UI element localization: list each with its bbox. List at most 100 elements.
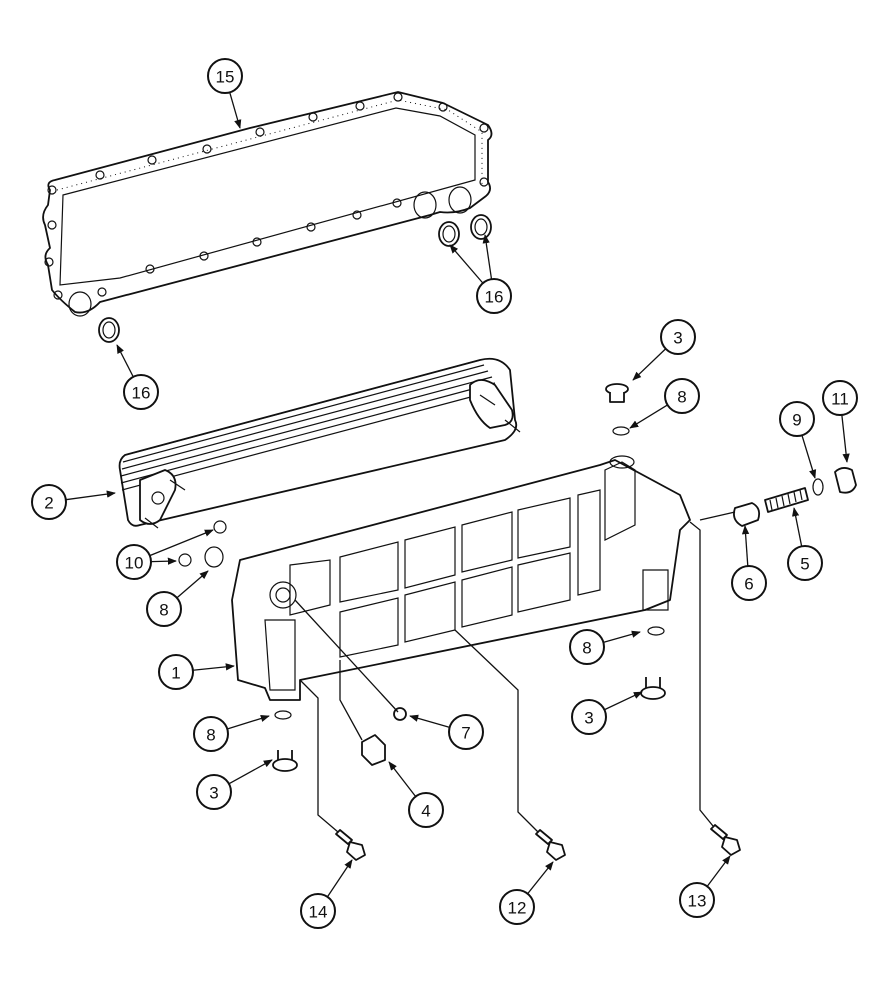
leader-arrow-icon bbox=[229, 92, 242, 129]
callout-circle bbox=[207, 58, 243, 94]
callout-number: 16 bbox=[485, 288, 504, 307]
leader-arrow-icon bbox=[192, 663, 235, 671]
callout-3: 3 bbox=[571, 691, 643, 735]
callout-number: 12 bbox=[508, 899, 527, 918]
callout-circle bbox=[448, 714, 484, 750]
callout-number: 13 bbox=[688, 892, 707, 911]
leader-arrow-icon bbox=[792, 507, 803, 547]
callout-10 bbox=[150, 557, 177, 565]
callout-8: 8 bbox=[193, 714, 270, 752]
leader-arrow-icon bbox=[632, 348, 667, 381]
callout-circle bbox=[146, 591, 182, 627]
callout-number: 16 bbox=[132, 384, 151, 403]
callout-16: 16 bbox=[116, 344, 159, 410]
callout-3: 3 bbox=[632, 319, 696, 381]
leader-arrow-icon bbox=[527, 861, 554, 895]
callout-8: 8 bbox=[569, 629, 641, 665]
seal-ring-parts bbox=[98, 214, 492, 343]
callout-9: 9 bbox=[779, 401, 817, 479]
callout-circle bbox=[158, 654, 194, 690]
leader-arrow-icon bbox=[841, 414, 850, 463]
leader-arrow-icon bbox=[706, 855, 731, 887]
leader-arrow-icon bbox=[801, 435, 817, 479]
callout-7: 7 bbox=[409, 714, 484, 750]
callout-10: 10 bbox=[116, 529, 214, 580]
callout-number: 3 bbox=[584, 709, 593, 728]
callout-4: 4 bbox=[388, 761, 444, 828]
callout-14: 14 bbox=[300, 859, 353, 929]
leader-arrow-icon bbox=[629, 404, 668, 429]
leader-arrow-icon bbox=[482, 234, 493, 280]
callout-number: 15 bbox=[216, 68, 235, 87]
leader-arrow-icon bbox=[227, 714, 270, 730]
callout-circle bbox=[779, 401, 815, 437]
leader-arrow-icon bbox=[65, 490, 116, 501]
leader-arrow-icon bbox=[150, 557, 177, 565]
leader-arrow-icon bbox=[228, 759, 273, 785]
leader-arrow-icon bbox=[409, 714, 450, 728]
callout-circle bbox=[193, 716, 229, 752]
callout-number: 9 bbox=[792, 411, 801, 430]
callout-circle bbox=[476, 278, 512, 314]
callout-5: 5 bbox=[787, 507, 823, 581]
leader-arrow-icon bbox=[388, 761, 417, 797]
callout-13: 13 bbox=[679, 855, 731, 918]
callout-number: 11 bbox=[831, 390, 849, 409]
callout-number: 6 bbox=[744, 575, 753, 594]
leader-arrow-icon bbox=[741, 525, 750, 567]
callout-circle bbox=[499, 889, 535, 925]
callout-2: 2 bbox=[31, 484, 116, 520]
callout-8: 8 bbox=[629, 378, 700, 429]
relief-valve-parts bbox=[699, 467, 857, 527]
leader-arrow-icon bbox=[176, 570, 209, 599]
bolt-parts bbox=[299, 521, 741, 861]
callout-circle bbox=[300, 893, 336, 929]
callout-circle bbox=[123, 374, 159, 410]
callout-number: 2 bbox=[44, 494, 53, 513]
callout-number: 8 bbox=[159, 601, 168, 620]
callout-circle bbox=[31, 484, 67, 520]
callout-circle bbox=[660, 319, 696, 355]
callout-circle bbox=[679, 882, 715, 918]
oil-cooler-housing-part bbox=[231, 455, 691, 701]
callout-number: 1 bbox=[171, 664, 180, 683]
callout-circle bbox=[664, 378, 700, 414]
callout-circle bbox=[571, 699, 607, 735]
leader-arrow-icon bbox=[326, 859, 353, 898]
oil-cooler-element-part bbox=[118, 357, 521, 529]
callout-number: 10 bbox=[125, 554, 144, 573]
callout-16: 16 bbox=[476, 234, 512, 314]
callout-number: 4 bbox=[421, 802, 430, 821]
callout-circle bbox=[822, 380, 858, 416]
callout-3: 3 bbox=[196, 759, 273, 810]
callout-8: 8 bbox=[146, 570, 209, 627]
callout-number: 3 bbox=[673, 329, 682, 348]
gasket-part bbox=[42, 91, 493, 317]
callout-circle bbox=[116, 544, 152, 580]
callout-number: 14 bbox=[309, 903, 328, 922]
leader-arrow-icon bbox=[603, 630, 641, 643]
o-ring-parts bbox=[178, 426, 824, 720]
leader-arrow-icon bbox=[116, 344, 134, 378]
callout-number: 7 bbox=[461, 724, 470, 743]
callout-6: 6 bbox=[731, 525, 767, 601]
leader-arrow-icon bbox=[449, 244, 484, 284]
leader-arrow-icon bbox=[604, 691, 643, 711]
callout-number: 8 bbox=[206, 726, 215, 745]
callout-16 bbox=[449, 244, 484, 284]
callout-1: 1 bbox=[158, 654, 235, 690]
callout-circle bbox=[731, 565, 767, 601]
callout-11: 11 bbox=[822, 380, 858, 463]
callout-circle bbox=[408, 792, 444, 828]
callout-number: 8 bbox=[582, 639, 591, 658]
sensor-and-plug-parts bbox=[294, 599, 407, 766]
callout-15: 15 bbox=[207, 58, 243, 129]
callout-number: 5 bbox=[800, 555, 809, 574]
callout-circle bbox=[787, 545, 823, 581]
callout-12: 12 bbox=[499, 861, 554, 925]
leader-arrow-icon bbox=[149, 529, 214, 557]
callout-circle bbox=[569, 629, 605, 665]
callout-number: 3 bbox=[209, 784, 218, 803]
